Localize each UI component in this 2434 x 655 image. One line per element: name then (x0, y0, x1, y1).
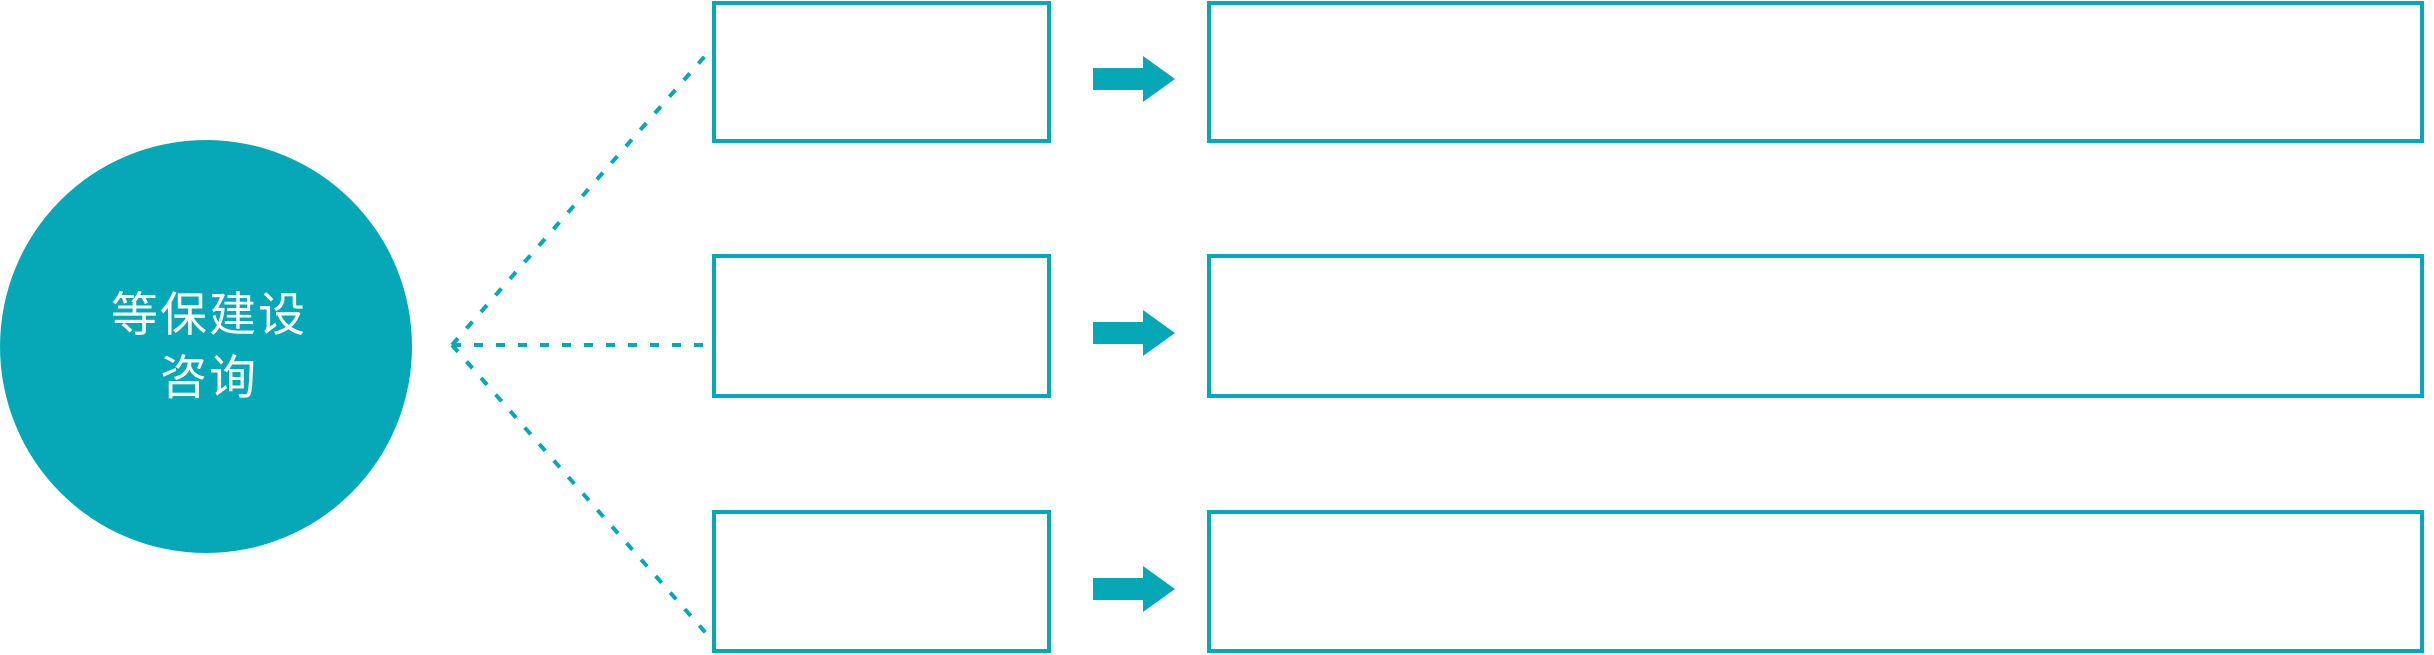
stage-box-label-3 (716, 514, 1047, 542)
detail-box-label-1 (1211, 5, 2420, 33)
detail-box-label-2 (1211, 258, 2420, 286)
right-block-arrow-icon (1093, 566, 1175, 612)
detail-box-label-3 (1211, 514, 2420, 542)
stage-box-1[interactable] (712, 1, 1051, 143)
detail-box-3[interactable] (1207, 510, 2424, 653)
stage-box-label-1 (716, 5, 1047, 33)
hub-circle[interactable]: 等保建设 咨询 (0, 140, 412, 553)
detail-box-2[interactable] (1207, 254, 2424, 398)
connector-line-1 (450, 46, 714, 347)
right-block-arrow-icon (1093, 56, 1175, 102)
stage-box-2[interactable] (712, 254, 1051, 398)
connector-line-3 (450, 343, 714, 642)
stage-box-3[interactable] (712, 510, 1051, 653)
detail-box-1[interactable] (1207, 1, 2424, 143)
stage-box-label-2 (716, 258, 1047, 286)
hub-label: 等保建设 咨询 (111, 288, 307, 404)
right-block-arrow-icon (1093, 310, 1175, 356)
